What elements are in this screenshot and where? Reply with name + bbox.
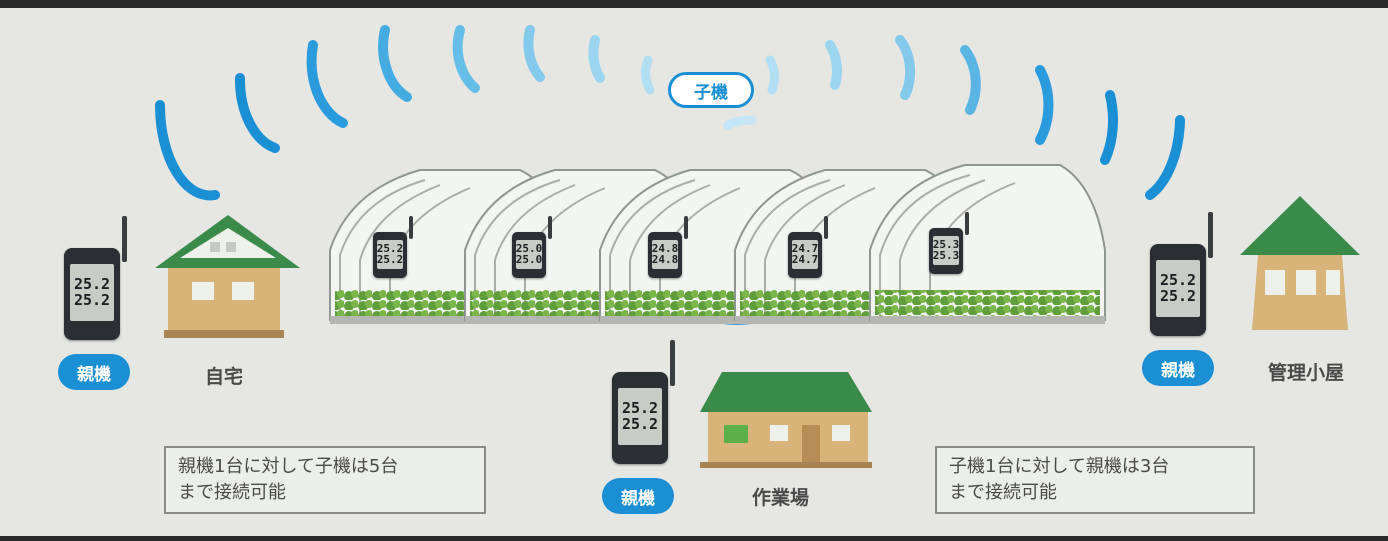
temp-reading-top: 25.2 <box>376 241 404 255</box>
hut <box>1240 196 1360 330</box>
antenna <box>548 215 552 239</box>
bottom-border <box>0 536 1388 541</box>
temp-reading-bottom: 25.2 <box>73 290 111 309</box>
place-hut-label: 管理小屋 <box>1268 362 1345 384</box>
parent-badge-left: 親機 <box>58 354 130 390</box>
temp-reading-bottom: 24.8 <box>651 253 679 267</box>
note-right-line2: まで接続可能 <box>949 482 1057 503</box>
antenna <box>122 215 127 262</box>
temp-reading-top: 25.2 <box>73 274 111 293</box>
building-workshop <box>700 372 872 468</box>
temp-reading-bottom: 25.2 <box>621 414 659 433</box>
greenhouses <box>329 164 1106 324</box>
temp-reading-top: 24.8 <box>651 241 679 255</box>
temp-reading-bottom: 25.2 <box>1159 286 1197 305</box>
antenna <box>824 215 828 239</box>
house-home <box>155 215 300 338</box>
note-right-line1: 子機1台に対して親機は3台 <box>949 456 1170 477</box>
child-badge: 子機 <box>668 72 754 108</box>
temp-reading-top: 24.7 <box>791 241 819 255</box>
temp-reading-bottom: 25.2 <box>376 253 404 267</box>
parent-badge-center: 親機 <box>602 478 674 514</box>
temp-reading-top: 25.3 <box>932 237 960 251</box>
parent-badge-right: 親機 <box>1142 350 1214 386</box>
antenna <box>1208 211 1213 258</box>
antenna <box>409 215 413 239</box>
temp-reading-bottom: 25.0 <box>515 253 543 267</box>
antenna <box>965 211 969 235</box>
temp-reading-bottom: 24.7 <box>791 253 819 267</box>
temp-reading-top: 25.0 <box>515 241 543 255</box>
note-left: 親機1台に対して子機は5台 まで接続可能 <box>164 446 486 514</box>
place-home-label: 自宅 <box>205 366 244 388</box>
antenna <box>670 339 675 386</box>
note-right: 子機1台に対して親機は3台 まで接続可能 <box>935 446 1255 514</box>
note-left-line1: 親機1台に対して子機は5台 <box>178 456 399 477</box>
temp-reading-top: 25.2 <box>1159 270 1197 289</box>
place-workshop-label: 作業場 <box>752 487 810 509</box>
antenna <box>684 215 688 239</box>
temp-reading-bottom: 25.3 <box>932 249 960 263</box>
note-left-line2: まで接続可能 <box>178 482 286 503</box>
top-border <box>0 0 1388 8</box>
temp-reading-top: 25.2 <box>621 398 659 417</box>
